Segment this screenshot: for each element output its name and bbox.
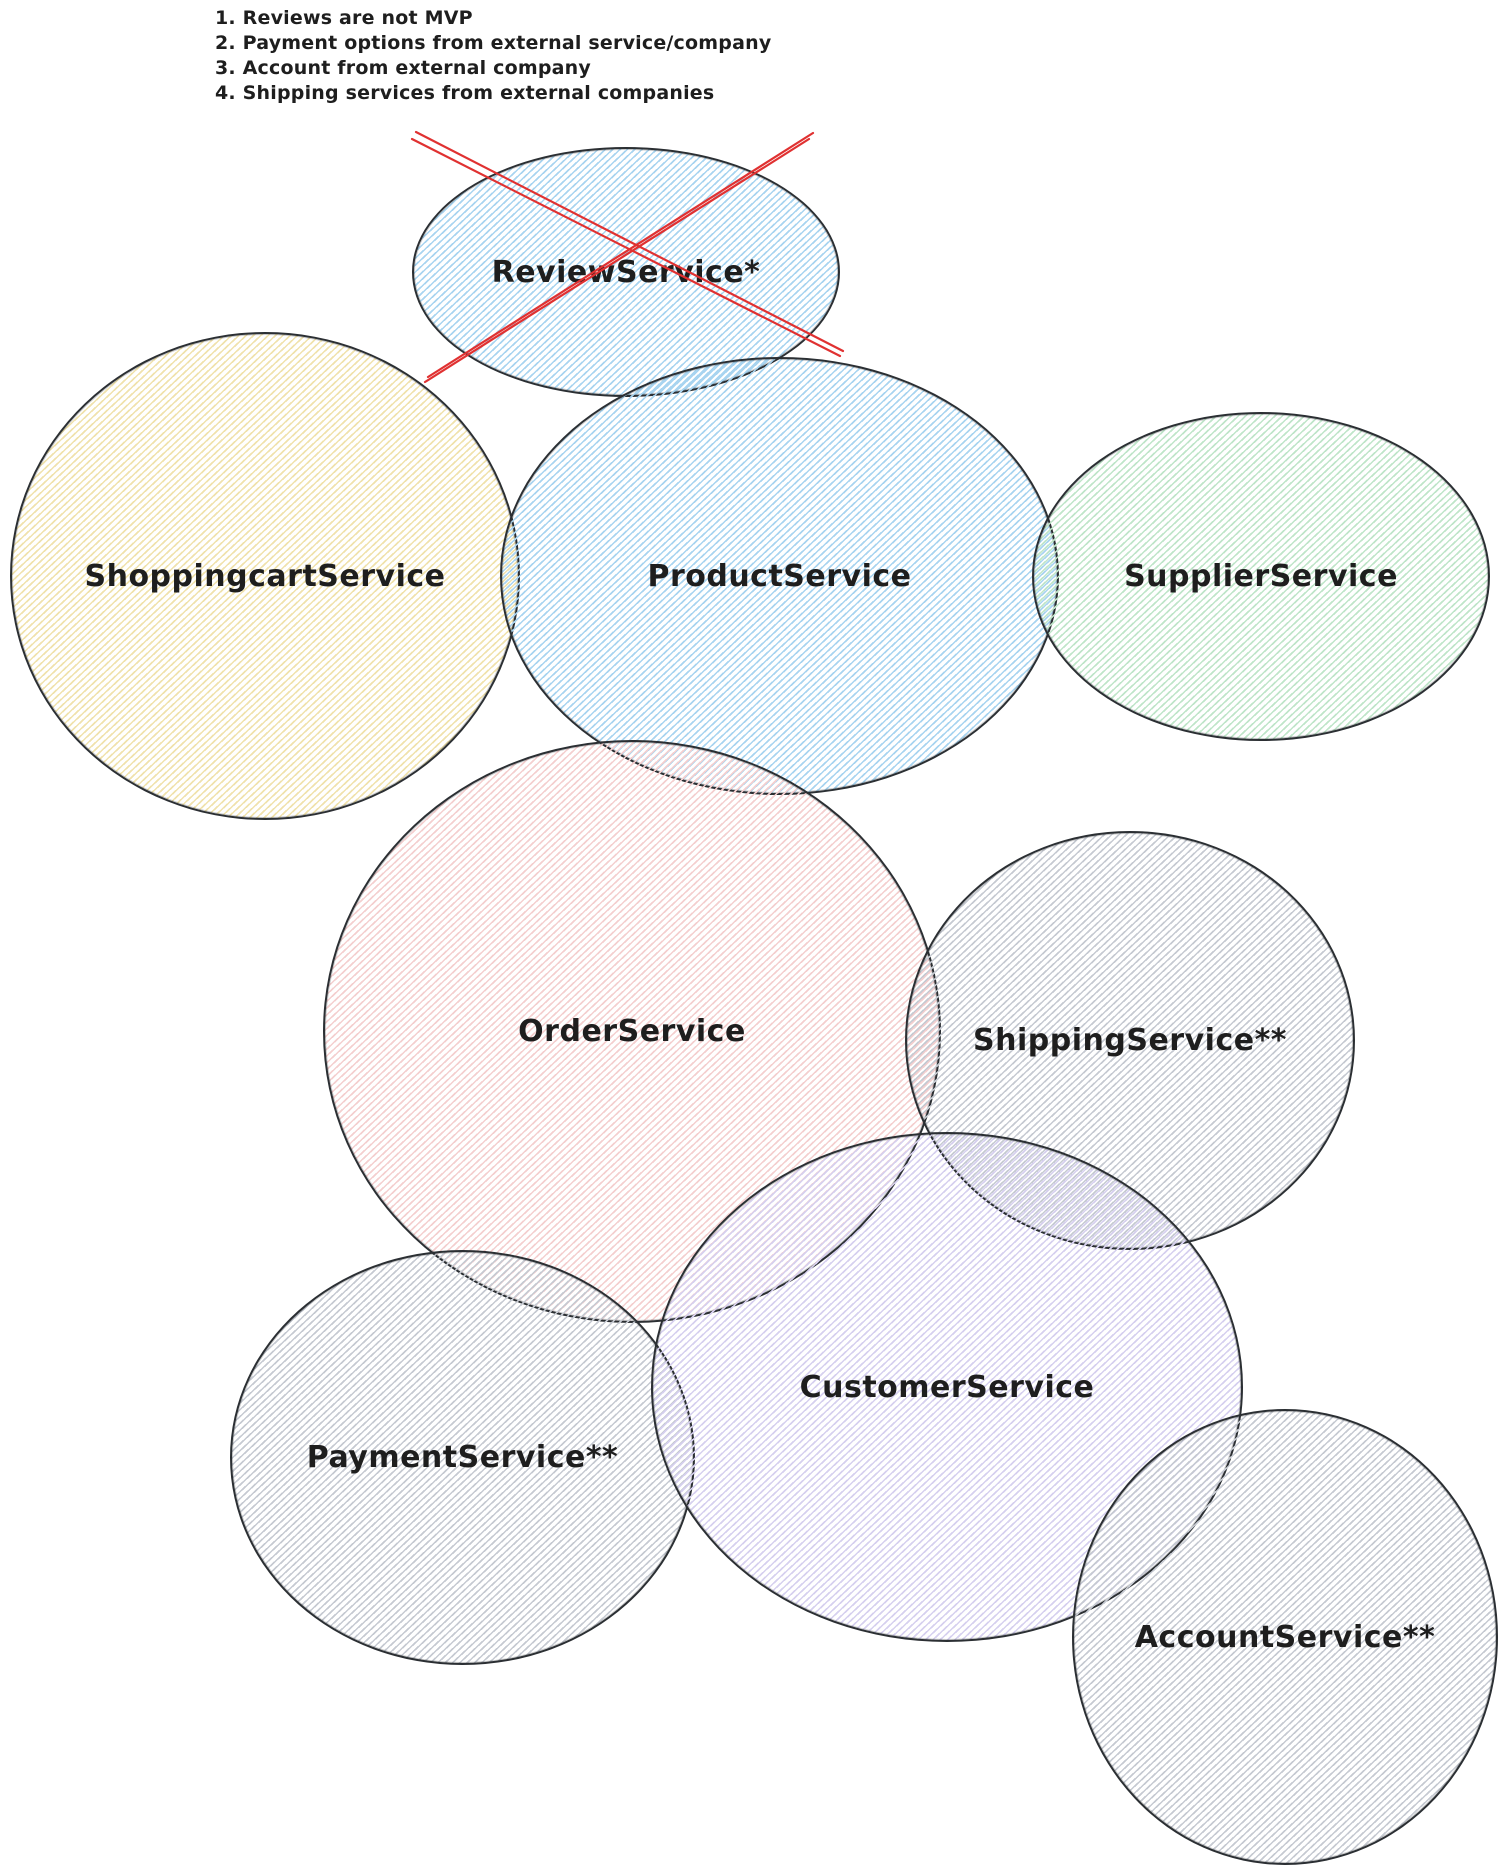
ellipse-reviewservice[interactable]: ReviewService*: [412, 147, 840, 397]
label-paymentservice: PaymentService**: [306, 1440, 619, 1475]
label-shoppingcartservice: ShoppingcartService: [84, 558, 446, 594]
cross-line-b: [426, 131, 815, 379]
ellipse-shippingservice[interactable]: ShippingService**: [905, 831, 1355, 1250]
ellipse-supplierservice[interactable]: SupplierService: [1032, 412, 1490, 741]
label-customerservice: CustomerService: [799, 1369, 1095, 1405]
ellipse-paymentservice[interactable]: PaymentService**: [230, 1250, 695, 1665]
label-productservice: ProductService: [647, 558, 912, 594]
note-line-1: 1. Reviews are not MVP: [215, 7, 473, 29]
note-line-3: 3. Account from external company: [215, 57, 591, 79]
cross-line-a: [410, 137, 842, 358]
note-line-4: 4. Shipping services from external compa…: [215, 82, 715, 104]
label-orderservice: OrderService: [518, 1014, 746, 1049]
ellipse-productservice[interactable]: ProductService: [500, 357, 1059, 795]
label-accountservice: AccountService**: [1134, 1619, 1436, 1655]
cross-line-a2: [414, 130, 845, 353]
note-line-2: 2. Payment options from external service…: [215, 32, 772, 54]
label-reviewservice: ReviewService*: [491, 254, 761, 290]
cross-line-b2: [423, 137, 811, 384]
notes-list: 1. Reviews are not MVP 2. Payment option…: [215, 6, 771, 106]
label-supplierservice: SupplierService: [1124, 559, 1398, 594]
label-shippingservice: ShippingService**: [973, 1023, 1287, 1058]
ellipse-accountservice[interactable]: AccountService**: [1072, 1409, 1498, 1865]
